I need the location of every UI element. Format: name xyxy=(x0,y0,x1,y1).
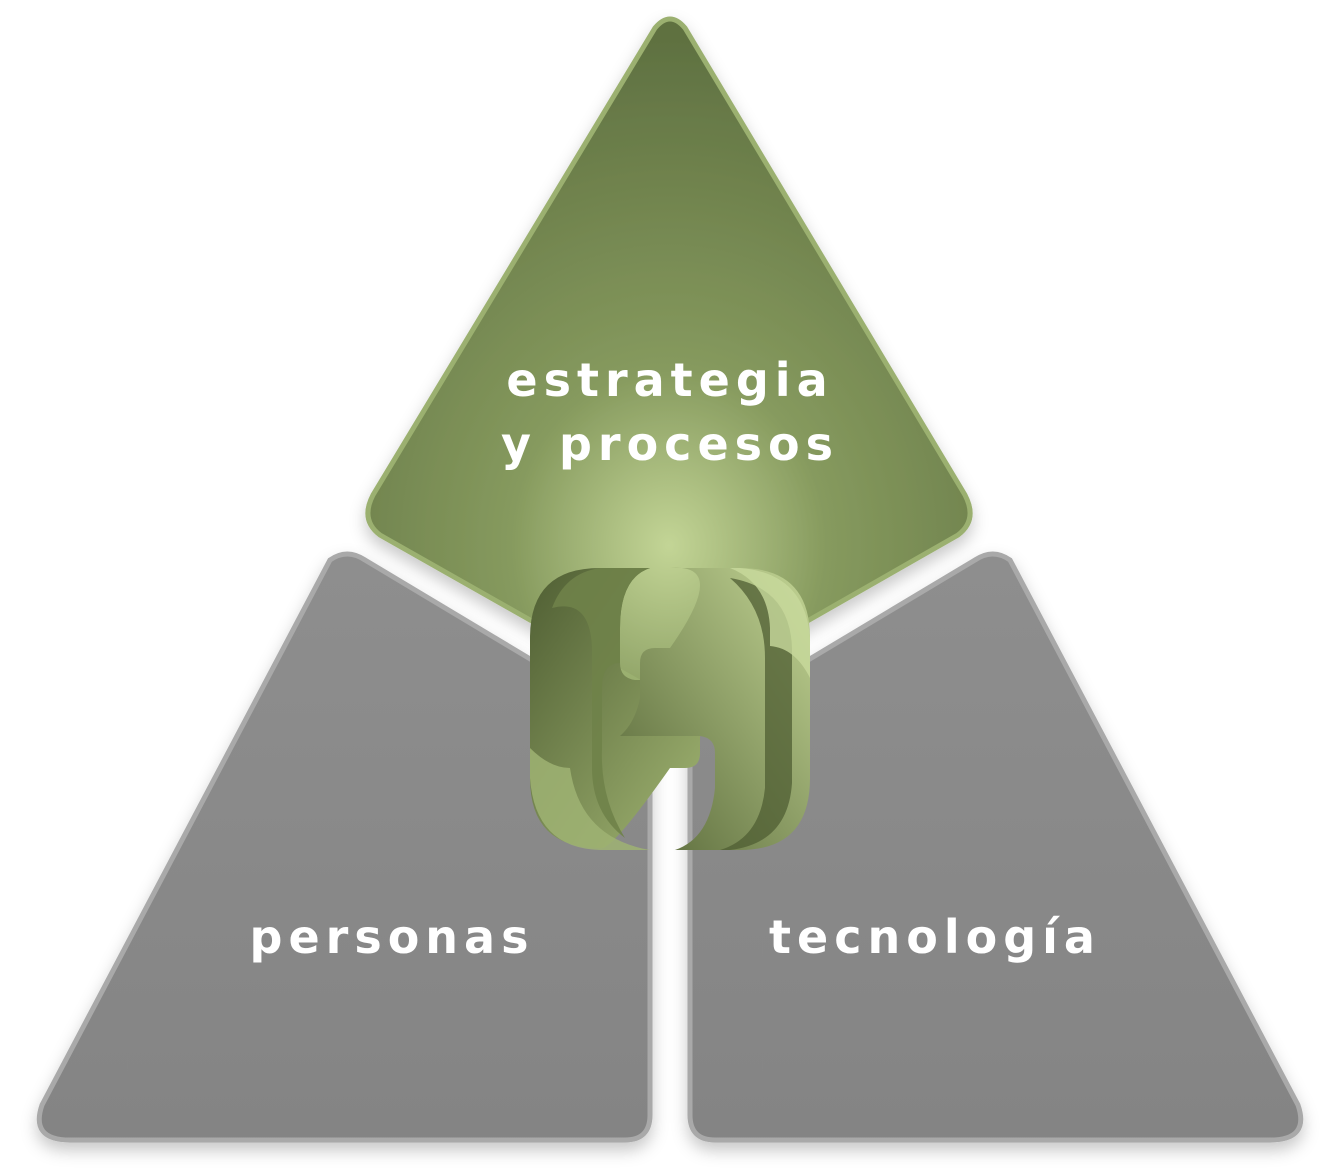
interlocking-s-icon xyxy=(530,567,810,850)
segment-tecnologia: tecnología xyxy=(687,551,1304,1143)
segment-estrategia: estrategia y procesos xyxy=(365,16,973,697)
segment-personas: personas xyxy=(36,551,653,1143)
personas-label: personas xyxy=(250,910,535,964)
estrategia-label-line1: estrategia xyxy=(506,353,833,407)
tecnologia-label: tecnología xyxy=(769,910,1101,964)
estrategia-label-line2: y procesos xyxy=(501,417,839,471)
personas-shape xyxy=(36,551,653,1143)
